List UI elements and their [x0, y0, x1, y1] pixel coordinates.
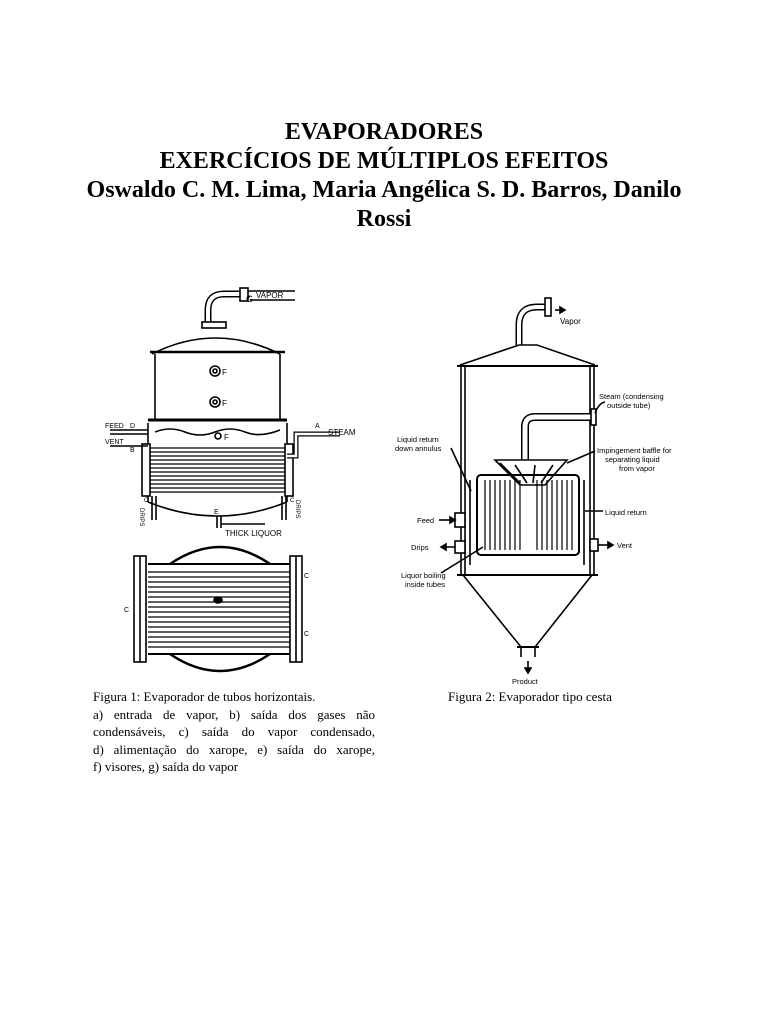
label-f-lower: F	[224, 433, 229, 442]
label-liquid-return: Liquid return	[605, 508, 647, 517]
label-vapor: VAPOR	[256, 291, 284, 300]
label-b: B	[130, 447, 135, 454]
label-a: A	[315, 423, 320, 430]
label-drips: Drips	[411, 543, 429, 552]
label-steam-2: outside tube)	[607, 401, 651, 410]
label-f-upper: F	[222, 368, 227, 377]
label-bottom-c1: C	[304, 573, 309, 580]
caption-1-line-2: a) entrada de vapor, b) saída dos gases …	[93, 706, 375, 722]
figure-1-caption: Figura 1: Evaporador de tubos horizontai…	[93, 688, 375, 776]
label-baffle-2: separating liquid	[605, 455, 660, 464]
label-g: G	[246, 294, 253, 304]
label-steam: STEAM	[328, 428, 356, 437]
label-steam-1: Steam (condensing	[599, 392, 664, 401]
label-thick-liquor: THICK LIQUOR	[225, 529, 282, 538]
label-baffle-3: from vapor	[619, 464, 655, 473]
figure-1-horizontal-tube-evaporator: G VAPOR F F F FEED D VENT B A	[100, 280, 370, 680]
caption-1-line-5: f) visores, g) saída do vapor	[93, 759, 239, 774]
label-liquid-return-down-1: Liquid return	[397, 435, 439, 444]
figure-2-caption: Figura 2: Evaporador tipo cesta	[448, 689, 612, 704]
label-vent: Vent	[617, 541, 633, 550]
title-authors-cont: Rossi	[356, 206, 412, 232]
label-f-middle: F	[222, 399, 227, 408]
label-product: Product	[512, 677, 539, 686]
label-bottom-c3: C	[304, 631, 309, 638]
label-e: E	[214, 509, 219, 516]
title-authors: Oswaldo C. M. Lima, Maria Angélica S. D.…	[86, 177, 682, 203]
label-c-right: C	[290, 498, 295, 504]
label-vent: VENT	[105, 439, 124, 446]
caption-1-line-4: d) alimentação do xarope, e) saída do xa…	[93, 741, 375, 757]
title-line-2: EXERCÍCIOS DE MÚLTIPLOS EFEITOS	[159, 148, 609, 174]
document-title: EVAPORADORES EXERCÍCIOS DE MÚLTIPLOS EFE…	[60, 118, 708, 234]
label-baffle-1: Impingement baffle for	[597, 446, 672, 455]
figure-2-basket-evaporator: Vapor Steam (condensing outside tube) Im…	[385, 285, 715, 690]
label-liquor-boiling-1: Liquor boiling	[401, 571, 446, 580]
label-liquid-return-down-2: down annulus	[395, 444, 442, 453]
title-line-1: EVAPORADORES	[284, 119, 484, 145]
label-feed: Feed	[417, 516, 434, 525]
label-c-left: C	[144, 498, 149, 504]
label-d: D	[130, 423, 135, 430]
label-feed: FEED	[105, 423, 124, 430]
label-liquor-boiling-2: inside tubes	[405, 580, 445, 589]
label-drips-left: DRIPS	[138, 508, 144, 526]
caption-1-line-1: Figura 1: Evaporador de tubos horizontai…	[93, 689, 316, 704]
label-drips-right: DRIPS	[294, 500, 300, 518]
caption-1-line-3: condensáveis, c) saída do vapor condensa…	[93, 724, 375, 739]
label-vapor: Vapor	[560, 317, 581, 326]
label-bottom-c2: C	[124, 607, 129, 614]
